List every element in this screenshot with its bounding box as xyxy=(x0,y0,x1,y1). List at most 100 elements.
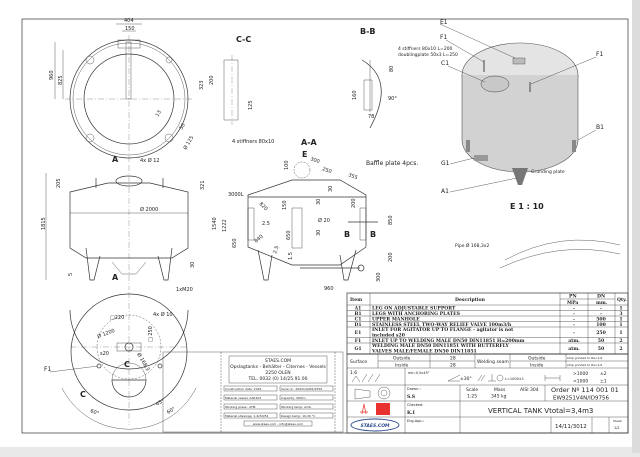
dim-45deg: 45° xyxy=(155,398,166,408)
staes-mark-icon xyxy=(360,403,368,415)
dim-150: 150 xyxy=(125,26,135,32)
drawing-date: 14/11/3012 xyxy=(555,424,587,430)
section-mark-b-2: B xyxy=(370,230,376,239)
dim-650-center: 650 xyxy=(286,230,292,240)
surface-outside-value: 28 xyxy=(450,356,456,362)
front-view: Ø 2000 1815 205 321 5 30 1xM20 A xyxy=(41,165,206,293)
dim-150: 150 xyxy=(282,200,288,210)
dim-30-a: 30 xyxy=(316,199,322,205)
section-mark-a-front: A xyxy=(112,273,119,282)
callout-b1: B1 xyxy=(596,124,604,131)
staes-logo xyxy=(350,418,400,432)
dim-90deg: 90° xyxy=(388,96,397,102)
dim-m20: 1xM20 xyxy=(176,287,193,293)
dim-1222: 1222 xyxy=(222,219,228,232)
dim-2-5: 2.5 xyxy=(262,221,270,227)
ws-inside-label: Inside xyxy=(530,363,544,369)
surface-label: Surface xyxy=(350,359,367,365)
nameplate-field: Capacity: 3400 L xyxy=(281,396,306,400)
dim-250: 250 xyxy=(321,166,332,175)
dim-5: 5 xyxy=(68,273,74,276)
dim-2-5-b: 2.5 xyxy=(272,245,280,255)
cell-description: STAINLESS STEEL TWO-WAY RELIEF VALVE 100… xyxy=(372,322,512,328)
section-mark-b-1: B xyxy=(344,230,350,239)
eng-app-label: Eng.App.: xyxy=(407,419,424,423)
dim-960-a: 960 xyxy=(324,286,334,292)
cell-pn: - xyxy=(573,306,575,311)
header-description: Description xyxy=(455,297,486,303)
dim-4x-12: 4x Ø 12 xyxy=(140,157,160,164)
section-mark-a-top: A xyxy=(112,155,119,164)
section-aa-title: A-A xyxy=(301,138,318,147)
dim-850: 850 xyxy=(388,215,394,225)
dim-1540: 1540 xyxy=(212,217,218,230)
cell-description: WELDING MALE DN50 DIN11851 WITH BUTTERFL… xyxy=(371,343,510,349)
cell-pn: atm. xyxy=(568,346,580,352)
cell-qty: 3 xyxy=(619,311,622,317)
detail-mark-e: E xyxy=(302,150,307,159)
surface-inside-value: 28 xyxy=(450,363,456,369)
nameplate-field: Serie nr.: 20021/9401/9756 xyxy=(281,387,322,391)
callout-doubling-plate: doublingplate 50x3 L=250 xyxy=(398,52,458,58)
cell-pn: - xyxy=(573,317,575,322)
section-a-a: A-A 4 stiffners 80x10 B B E 300 250 355 … xyxy=(212,138,418,292)
tol-gt-label: >1000 xyxy=(573,371,588,377)
title-block: Surface Outside Inside 28 28 Welding sea… xyxy=(346,353,629,434)
cell-pn: atm. xyxy=(568,338,580,344)
checked-label: Checked: xyxy=(407,403,423,407)
welding-seam-label: Welding seam xyxy=(477,359,509,365)
dim-60deg-right: 60° xyxy=(166,406,177,416)
cell-description: LEGS WITH ANCHORING PLATES xyxy=(372,311,461,317)
cell-description: INLET UP TO WELDING MALE DN50 DIN11851 H… xyxy=(372,338,525,344)
checked-value: K.I xyxy=(407,410,415,416)
mass-value: 345 kg xyxy=(491,394,507,400)
cell-qty: 2 xyxy=(619,338,622,344)
dim-205: 205 xyxy=(56,178,62,188)
cell-pn: - xyxy=(573,331,575,336)
roughness-value: 1.6 xyxy=(350,370,357,376)
callout-a1: A1 xyxy=(441,188,449,195)
company-footer: www.staes.com - info@staes.com xyxy=(253,422,303,426)
section-mark-c-2: C xyxy=(80,390,86,399)
header-qty: Qty. xyxy=(617,297,627,303)
table-row: D1 STAINLESS STEEL TWO-WAY RELIEF VALVE 1… xyxy=(347,322,628,328)
ws-outside-value: strip grinded to Ra<1,6 xyxy=(567,356,602,360)
header-pn: PN xyxy=(569,294,577,300)
dim-200-b: 200 xyxy=(388,252,394,262)
nameplate-field: Material vessel: AISI304 xyxy=(225,396,261,400)
callout-f1-a: F1 xyxy=(440,34,447,41)
dim-30-b: 30 xyxy=(316,230,322,236)
dim-100: 100 xyxy=(284,160,290,170)
tol-lt-value: ±1 xyxy=(600,379,607,385)
nameplate-field: Design temp: 10-30 °C xyxy=(281,414,315,418)
callout-pipe: Pipe Ø 168,3x2 xyxy=(455,242,489,249)
dim-960: 960 xyxy=(49,70,55,80)
scale-value: 1:25 xyxy=(467,394,477,400)
pipe-detail: Pipe Ø 168,3x2 xyxy=(455,239,621,269)
dim-250: □ 250 xyxy=(148,326,154,342)
logo-text: STAES.COM xyxy=(360,423,390,429)
cell-item: D1 xyxy=(354,322,361,328)
dim-30: 30 xyxy=(190,262,196,268)
cell-dn: 100 xyxy=(596,322,606,328)
dim-50: 50 xyxy=(179,122,187,131)
nameplate-field: Working temp: amb. xyxy=(281,405,312,409)
section-c-c: C-C 323 200 125 xyxy=(199,35,254,125)
dim-160: 160 xyxy=(352,90,358,100)
dim-4x-10: 4x Ø 10 xyxy=(153,311,173,318)
drawn-value: S.S xyxy=(407,394,416,400)
right-margin xyxy=(632,0,640,453)
callout-stiffeners-aa: 4 stiffners 80x10 xyxy=(232,139,274,145)
order-code: EW9251V4N/ID9756 xyxy=(553,396,609,402)
sheet-label: Sheet xyxy=(613,419,622,423)
ws-outside-label: Outside xyxy=(528,356,546,362)
tol-gt-value: ±2 xyxy=(600,371,607,377)
drawn-label: Drawn.: xyxy=(407,387,421,391)
cell-qty: 1 xyxy=(619,305,622,311)
